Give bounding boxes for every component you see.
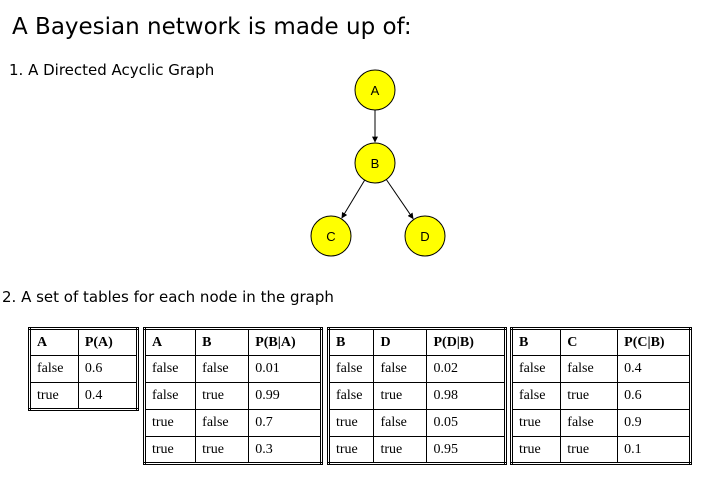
column-header: P(D|B) — [426, 328, 506, 356]
cpt-table-c-given-b: B C P(C|B) false false 0.4 false true 0.… — [510, 327, 692, 465]
table-cell: 0.6 — [77, 355, 139, 383]
table-cell: false — [327, 382, 375, 410]
node-b: B — [354, 142, 396, 184]
table-row: false true 0.99 — [143, 382, 322, 410]
table-cell: 0.4 — [617, 355, 691, 383]
table-cell: false — [560, 409, 619, 437]
table-cell: false — [195, 355, 250, 383]
table-row: false false 0.02 — [327, 355, 506, 383]
node-label: A — [371, 83, 380, 98]
column-header: A — [143, 328, 197, 356]
cpt-table-d-given-b: B D P(D|B) false false 0.02 false true 0… — [327, 327, 507, 465]
table-cell: false — [560, 355, 619, 383]
table-cell: true — [143, 436, 197, 464]
column-header: P(C|B) — [617, 328, 691, 356]
node-c: C — [310, 215, 352, 257]
table-cell: false — [510, 355, 562, 383]
column-header: B — [327, 328, 375, 356]
table-cell: true — [373, 382, 428, 410]
column-header: P(B|A) — [248, 328, 322, 356]
table-cell: false — [327, 355, 375, 383]
table-row: true false 0.7 — [143, 409, 322, 437]
column-header: D — [373, 328, 428, 356]
table-row: true true 0.3 — [143, 436, 322, 464]
node-label: B — [371, 156, 380, 171]
table-cell: 0.4 — [77, 382, 139, 410]
table-cell: 0.7 — [248, 409, 322, 437]
table-cell: 0.9 — [617, 409, 691, 437]
table-row: false true 0.98 — [327, 382, 506, 410]
table-cell: 0.1 — [617, 436, 691, 464]
edge-b-c — [341, 179, 366, 219]
table-row: true 0.4 — [29, 382, 139, 410]
item-tables: 2. A set of tables for each node in the … — [2, 288, 334, 306]
table-cell: true — [373, 436, 428, 464]
table-row: true true 0.95 — [327, 436, 506, 464]
node-label: D — [420, 229, 429, 244]
column-header: A — [29, 328, 79, 356]
node-label: C — [326, 229, 335, 244]
table-cell: true — [195, 436, 250, 464]
table-cell: false — [373, 409, 428, 437]
table-cell: false — [373, 355, 428, 383]
item-dag: 1. A Directed Acyclic Graph — [9, 61, 215, 79]
edge-b-d — [385, 179, 414, 220]
node-d: D — [404, 215, 446, 257]
table-cell: false — [143, 382, 197, 410]
table-row: true false 0.9 — [510, 409, 691, 437]
column-header: C — [560, 328, 619, 356]
cpt-table-b-given-a: A B P(B|A) false false 0.01 false true 0… — [143, 327, 323, 465]
table-row: false false 0.01 — [143, 355, 322, 383]
table-cell: true — [143, 409, 197, 437]
table-cell: true — [560, 436, 619, 464]
table-cell: false — [195, 409, 250, 437]
table-cell: 0.02 — [426, 355, 506, 383]
table-cell: true — [195, 382, 250, 410]
table-cell: false — [29, 355, 79, 383]
table-row: true true 0.1 — [510, 436, 691, 464]
node-circle — [354, 69, 396, 111]
table-cell: true — [29, 382, 79, 410]
table-cell: false — [510, 382, 562, 410]
column-header: P(A) — [77, 328, 139, 356]
slide-title: A Bayesian network is made up of: — [12, 14, 412, 40]
table-cell: 0.05 — [426, 409, 506, 437]
cpt-table-a: A P(A) false 0.6 true 0.4 — [28, 327, 139, 411]
column-header: B — [195, 328, 250, 356]
table-row: false true 0.6 — [510, 382, 691, 410]
table-cell: true — [327, 409, 375, 437]
table-cell: true — [510, 436, 562, 464]
node-circle — [310, 215, 352, 257]
table-cell: true — [510, 409, 562, 437]
table-row: true false 0.05 — [327, 409, 506, 437]
table-cell: 0.01 — [248, 355, 322, 383]
table-cell: 0.98 — [426, 382, 506, 410]
table-row: false false 0.4 — [510, 355, 691, 383]
table-cell: 0.99 — [248, 382, 322, 410]
table-cell: 0.3 — [248, 436, 322, 464]
table-row: false 0.6 — [29, 355, 139, 383]
column-header: B — [510, 328, 562, 356]
table-cell: true — [327, 436, 375, 464]
table-cell: false — [143, 355, 197, 383]
node-circle — [404, 215, 446, 257]
node-circle — [354, 142, 396, 184]
table-cell: true — [560, 382, 619, 410]
table-cell: 0.6 — [617, 382, 691, 410]
node-a: A — [354, 69, 396, 111]
dag-diagram: A B C D — [310, 69, 446, 257]
table-cell: 0.95 — [426, 436, 506, 464]
